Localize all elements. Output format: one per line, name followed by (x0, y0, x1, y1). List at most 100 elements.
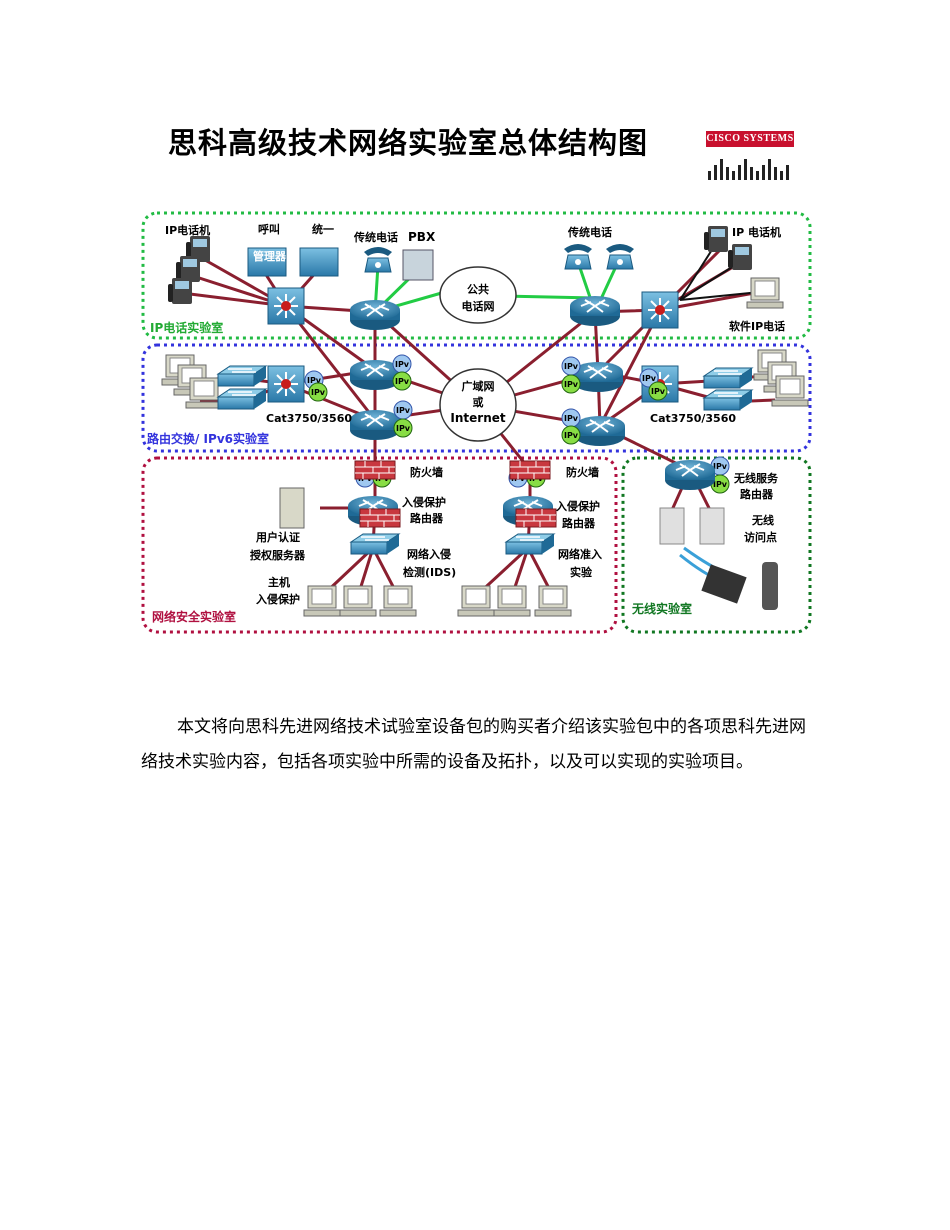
access-switch-icon (217, 388, 267, 410)
pc-icon (771, 375, 809, 407)
label-call: 呼叫 (258, 222, 280, 236)
access-point-icon (699, 507, 725, 545)
label-ip-phone-right: IP 电话机 (732, 225, 781, 239)
laptop-icon (701, 564, 747, 604)
phone-lines (679, 244, 761, 301)
label-host-1: 主机 (268, 575, 290, 589)
voice-router-icon (349, 299, 401, 331)
ip-phone-icon (728, 244, 752, 270)
label-auth-1: 用户认证 (256, 530, 300, 544)
pstn-label-2: 电话网 (462, 299, 495, 313)
ipv6-badge-icon (393, 418, 413, 438)
label-unified: 统一 (312, 222, 334, 236)
security-lab-zone (141, 456, 618, 634)
traditional-phone-icon (363, 246, 393, 273)
pc-icon (185, 377, 223, 409)
label-ap-2: 访问点 (744, 530, 777, 544)
router-icon (572, 361, 624, 393)
wireless-router-icon (664, 459, 716, 491)
pc-icon (493, 585, 531, 617)
pc-icon (339, 585, 377, 617)
label-auth-2: 授权服务器 (250, 548, 306, 562)
ip-phone-icon (704, 226, 728, 252)
nac-switch-icon (505, 533, 555, 555)
zone-label-ip-phone: IP电话实验室 (150, 320, 223, 335)
mobile-phone-icon (762, 562, 778, 610)
label-trad-phone-left: 传统电话 (353, 230, 398, 244)
ipv6-badge-icon (392, 354, 412, 374)
router-icon (349, 409, 401, 441)
router-icon (349, 359, 401, 391)
label-firewall-2: 防火墙 (566, 465, 599, 479)
page-title: 思科高级技术网络实验室总体结构图 (168, 126, 649, 160)
ip-phone-icon (168, 278, 192, 304)
ipv6-badge-icon (561, 408, 581, 428)
softphone-pc-icon (746, 277, 784, 309)
ipv6-badge-icon (561, 374, 581, 394)
call-manager-server-icon (247, 247, 287, 277)
ipv6-badge-icon (308, 382, 328, 402)
pstn-cloud: 公共 电话网 (439, 266, 517, 324)
voice-router-right-icon (569, 295, 621, 327)
label-trad-phone-right: 传统电话 (567, 225, 612, 239)
ips-module-icon (515, 508, 557, 528)
access-point-icon (659, 507, 685, 545)
label-cat-left: Cat3750/3560 (266, 412, 352, 425)
ipv6-badge-icon (392, 371, 412, 391)
access-switch-icon (703, 367, 753, 389)
pc-icon (534, 585, 572, 617)
label-soft-phone: 软件IP电话 (729, 319, 785, 333)
zone-label-wireless: 无线实验室 (631, 601, 692, 616)
logo-text: CISCO SYSTEMS (706, 131, 794, 147)
pstn-links (373, 261, 620, 314)
access-switch-icon (217, 365, 267, 387)
ipv6-badge-icon (393, 400, 413, 420)
label-firewall-1: 防火墙 (410, 465, 443, 479)
ids-switch-icon (350, 533, 400, 555)
pstn-label-1: 公共 (467, 282, 489, 296)
traditional-phone-icon (605, 243, 635, 270)
ips-module-icon (359, 508, 401, 528)
wan-cloud: 广域网 或 Internet (439, 368, 517, 442)
pc-icon (303, 585, 341, 617)
ipv6-badge-icon (648, 381, 668, 401)
label-ids-2: 检测(IDS) (403, 565, 456, 579)
pc-icon (379, 585, 417, 617)
label-ips-2b: 路由器 (562, 516, 596, 530)
label-wl-router-1: 无线服务 (733, 471, 779, 485)
auth-server-icon (279, 487, 305, 529)
label-host-2: 入侵保护 (256, 592, 300, 606)
ipv6-badge-icon (561, 425, 581, 445)
ipv6-badge-icon (561, 356, 581, 376)
body-paragraph: 本文将向思科先进网络技术试验室设备包的购买者介绍该实验包中的各项思科先进网络技术… (141, 717, 806, 772)
wan-label-1: 广域网 (462, 379, 495, 393)
cisco-logo: CISCO SYSTEMS (706, 131, 796, 181)
label-ids-1: 网络入侵 (407, 547, 451, 561)
routing-lab-zone (141, 343, 812, 453)
firewall-icon (509, 460, 551, 480)
ip-phone-lab-zone (141, 211, 812, 340)
label-nac-1: 网络准入 (558, 547, 602, 561)
label-wl-router-2: 路由器 (740, 487, 774, 501)
pc-icon (457, 585, 495, 617)
unity-server-icon (299, 247, 339, 277)
wan-label-2: 或 (473, 395, 484, 409)
core-switch-left-icon (267, 365, 305, 403)
label-pbx: PBX (408, 230, 436, 244)
label-ips-1: 入侵保护 (402, 495, 446, 509)
zone-label-security: 网络安全实验室 (152, 609, 236, 624)
label-ips-1b: 路由器 (410, 511, 444, 525)
access-switch-icon (703, 389, 753, 411)
layer3-switch-icon (267, 287, 305, 325)
label-nac-2: 实验 (570, 565, 593, 579)
layer3-switch-right-icon (641, 291, 679, 329)
zone-label-routing: 路由交换/ IPv6实验室 (147, 431, 269, 446)
label-cat-right: Cat3750/3560 (650, 412, 736, 425)
router-icon (574, 415, 626, 447)
pbx-icon (402, 249, 434, 281)
label-ips-2: 入侵保护 (556, 499, 600, 513)
logo-bars-icon (708, 159, 789, 180)
label-manager: 管理器 (253, 249, 287, 263)
wan-label-3: Internet (450, 411, 505, 425)
